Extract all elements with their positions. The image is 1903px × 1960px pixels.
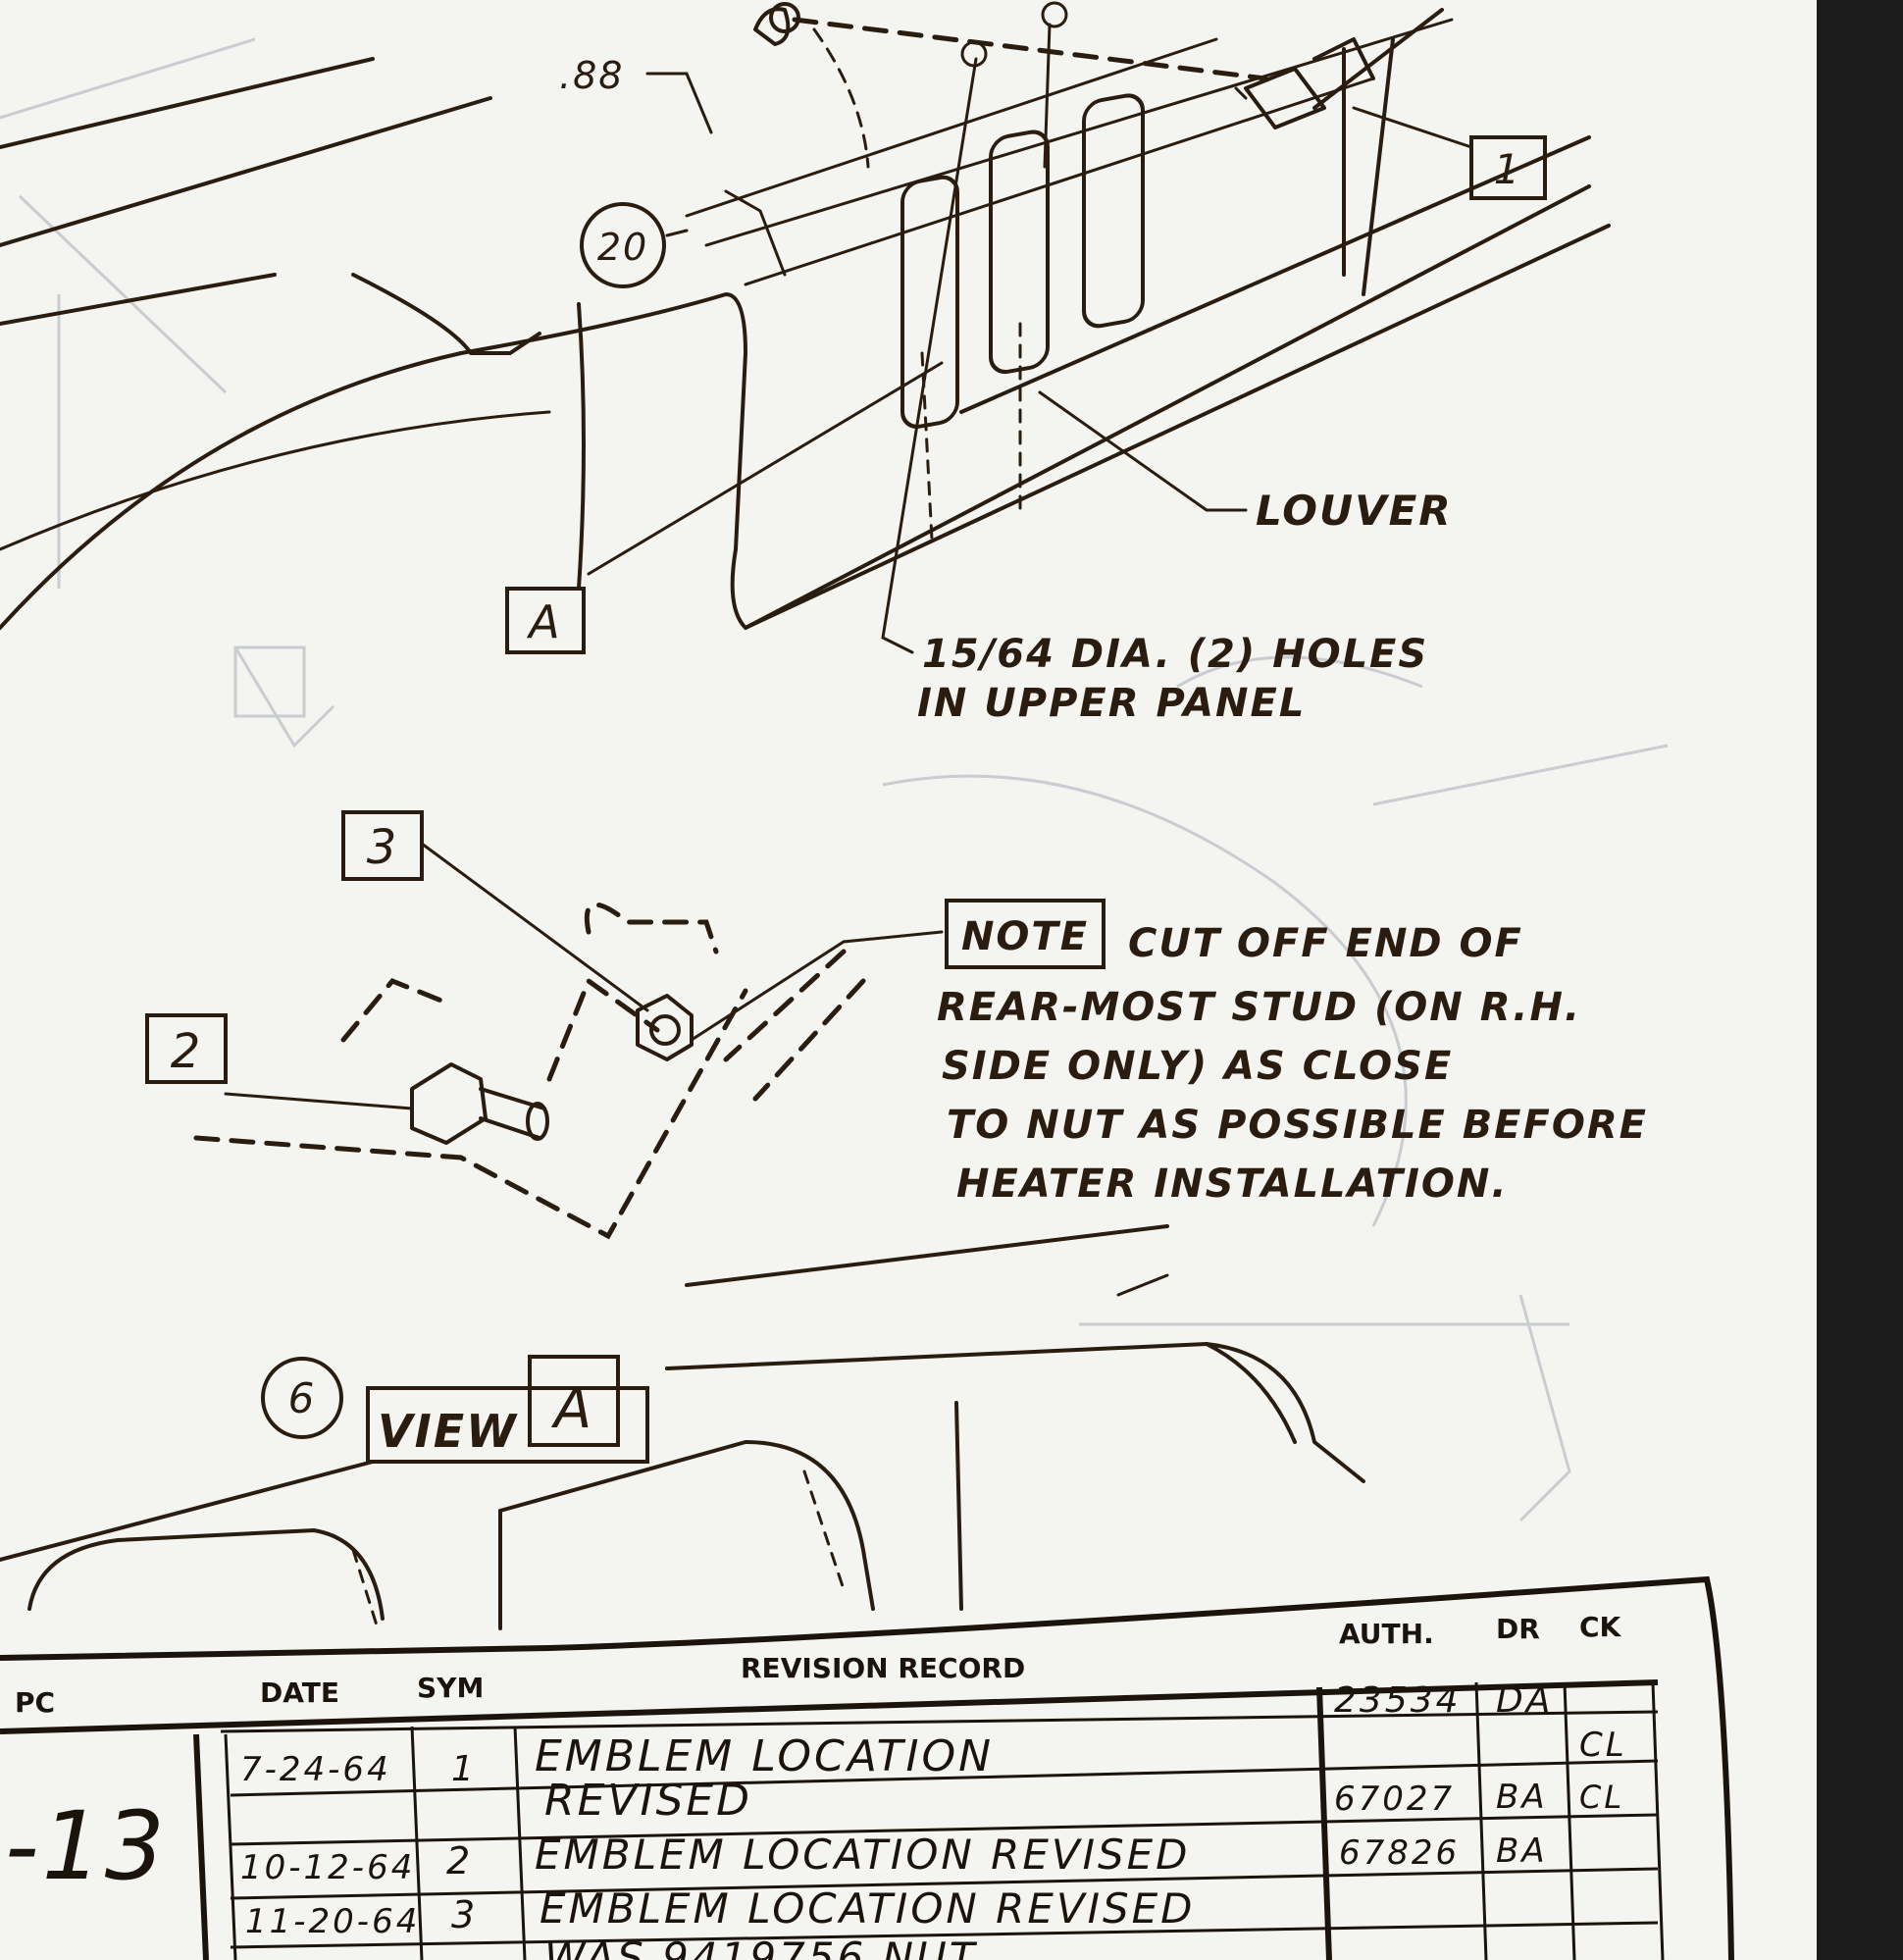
pc-value: -13 bbox=[5, 1791, 168, 1901]
revision-record bbox=[0, 1575, 1734, 1960]
auth-header: AUTH. bbox=[1339, 1618, 1434, 1650]
view-a-detail bbox=[0, 1273, 1365, 1630]
row1-sym: 1 bbox=[451, 1749, 477, 1789]
callout-2-box bbox=[145, 1013, 228, 1084]
note-line-1: CUT OFF END OF bbox=[1128, 921, 1523, 966]
row3-record: EMBLEM LOCATION REVISED bbox=[535, 1831, 1191, 1879]
callout-1-label: 1 bbox=[1494, 145, 1522, 193]
note-tag-box bbox=[945, 899, 1106, 969]
row1-date: 7-24-64 bbox=[240, 1750, 391, 1789]
row4-auth: 67826 bbox=[1339, 1833, 1460, 1873]
callout-2-label: 2 bbox=[171, 1024, 203, 1079]
dr-header: DR bbox=[1496, 1613, 1540, 1645]
callout-a-box bbox=[505, 587, 586, 654]
note-line-3: SIDE ONLY) AS CLOSE bbox=[942, 1044, 1453, 1089]
note-line-2: REAR-MOST STUD (ON R.H. bbox=[937, 985, 1581, 1030]
date-header: DATE bbox=[260, 1676, 339, 1709]
callout-6-label: 6 bbox=[288, 1374, 317, 1422]
callout-20-circle bbox=[580, 202, 666, 288]
row4-date: 11-20-64 bbox=[245, 1902, 420, 1941]
view-label-box bbox=[366, 1386, 649, 1464]
callout-6-circle bbox=[261, 1357, 343, 1439]
pc-header: PC bbox=[15, 1686, 55, 1719]
row3-auth: 67027 bbox=[1334, 1779, 1455, 1819]
note-tag-label: NOTE bbox=[961, 914, 1089, 959]
row1-dr: DA bbox=[1496, 1680, 1553, 1721]
row2-record: REVISED bbox=[544, 1776, 752, 1826]
row3-sym: 2 bbox=[446, 1839, 473, 1883]
row3-date: 10-12-64 bbox=[240, 1848, 415, 1887]
technical-drawing: 20 .88 1 A LOUVER 15/64 DIA. (2) HOLES I… bbox=[0, 1, 1734, 1960]
sym-header: SYM bbox=[417, 1672, 484, 1704]
row4-record: EMBLEM LOCATION REVISED bbox=[540, 1884, 1196, 1933]
callout-3-box bbox=[341, 810, 424, 881]
row2-ck: CL bbox=[1579, 1726, 1627, 1765]
row3-ck: CL bbox=[1579, 1779, 1624, 1816]
row3-dr: BA bbox=[1496, 1778, 1548, 1817]
panel-assembly bbox=[0, 1, 1611, 654]
holes-label-line1: 15/64 DIA. (2) HOLES bbox=[922, 632, 1428, 677]
view-letter-box bbox=[528, 1355, 620, 1447]
stud-detail bbox=[193, 842, 1169, 1287]
row5-record: WAS 9419756 NUT bbox=[544, 1934, 978, 1960]
row4-sym: 3 bbox=[451, 1893, 478, 1936]
row4-dr: BA bbox=[1496, 1831, 1548, 1871]
ck-header: CK bbox=[1579, 1611, 1622, 1643]
callout-a-label: A bbox=[526, 595, 561, 648]
callout-3-label: 3 bbox=[367, 820, 399, 875]
drawing-sheet: 20 .88 1 A LOUVER 15/64 DIA. (2) HOLES I… bbox=[0, 0, 1817, 1960]
row1-record: EMBLEM LOCATION bbox=[535, 1731, 994, 1781]
dimension-label: .88 bbox=[559, 54, 624, 97]
ghost-lines bbox=[0, 37, 1669, 1522]
callout-20-label: 20 bbox=[597, 226, 648, 269]
row1-auth: 23534 bbox=[1334, 1680, 1462, 1721]
holes-label-line2: IN UPPER PANEL bbox=[917, 681, 1306, 726]
record-header: REVISION RECORD bbox=[741, 1652, 1025, 1684]
view-label: VIEW bbox=[378, 1405, 518, 1458]
note-line-4: TO NUT AS POSSIBLE BEFORE bbox=[947, 1103, 1648, 1148]
note-line-5: HEATER INSTALLATION. bbox=[956, 1161, 1509, 1207]
callout-1-box bbox=[1469, 135, 1547, 200]
view-letter: A bbox=[551, 1377, 593, 1441]
louver-label: LOUVER bbox=[1256, 487, 1453, 535]
